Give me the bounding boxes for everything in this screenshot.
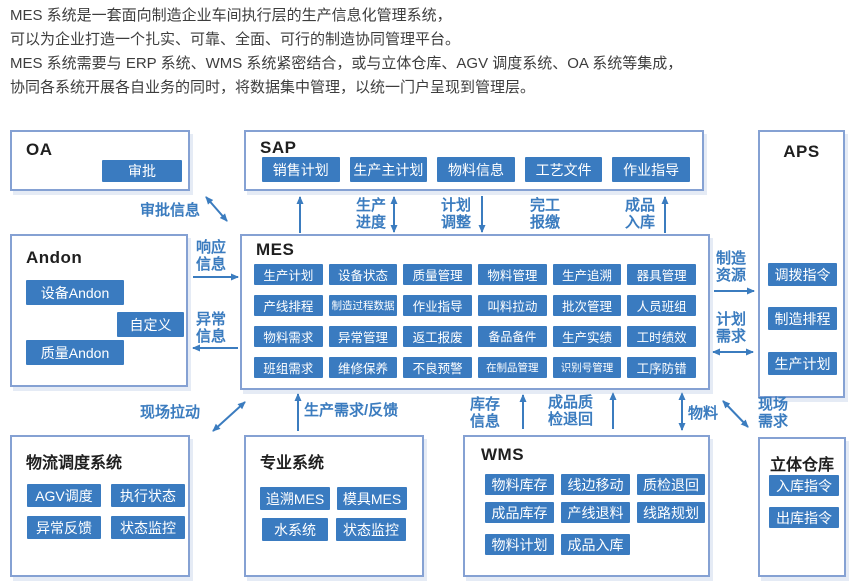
aps-module-transfer-order[interactable]: 调拨指令 (768, 263, 837, 286)
wms-system-box: WMS 物料库存 线边移动 质检退回 成品库存 产线退料 线路规划 物料计划 成… (463, 435, 710, 577)
wms-module-line-return[interactable]: 产线退料 (561, 502, 630, 523)
mes-module-grid: 生产计划 设备状态 质量管理 物料管理 生产追溯 器具管理 产线排程 制造过程数… (254, 264, 696, 378)
mes-module-id-mgmt[interactable]: 识别号管理 (552, 357, 622, 378)
sap-system-box: SAP 销售计划 生产主计划 物料信息 工艺文件 作业指导 (244, 130, 704, 191)
specialized-module-trace-mes[interactable]: 追溯MES (260, 487, 330, 510)
label-inventory-info: 库存信息 (470, 396, 501, 430)
sap-title: SAP (260, 138, 297, 157)
wms-module-material-inventory[interactable]: 物料库存 (485, 474, 554, 495)
intro-line-3: MES 系统需要与 ERP 系统、WMS 系统紧密结合，或与立体仓库、AGV 调… (10, 55, 683, 72)
label-material: 物料 (688, 405, 719, 422)
wms-module-material-plan[interactable]: 物料计划 (485, 534, 554, 555)
mes-module-equipment-status[interactable]: 设备状态 (328, 264, 398, 285)
aps-module-production-plan[interactable]: 生产计划 (768, 352, 837, 375)
logistics-dispatch-system-box: 物流调度系统 AGV调度 执行状态 异常反馈 状态监控 (10, 435, 190, 577)
label-site-pull: 现场拉动 (140, 404, 201, 421)
stereoscopic-warehouse-box: 立体仓库 入库指令 出库指令 (758, 437, 846, 577)
mes-module-wip-mgmt[interactable]: 在制品管理 (477, 357, 547, 378)
sap-module-master-production-plan[interactable]: 生产主计划 (349, 157, 428, 182)
specialized-module-status-monitoring[interactable]: 状态监控 (336, 518, 406, 541)
logistics-title: 物流调度系统 (26, 455, 123, 472)
oa-title: OA (26, 140, 53, 159)
mes-module-process-data[interactable]: 制造过程数据 (328, 295, 398, 316)
arrow-approval-info (205, 196, 228, 222)
label-production-progress: 生产进度 (356, 197, 387, 231)
arrow-site-pull (212, 401, 246, 432)
mes-module-material-demand[interactable]: 物料需求 (254, 326, 323, 347)
mes-module-rework-scrap[interactable]: 返工报废 (403, 326, 472, 347)
specialized-systems-box: 专业系统 追溯MES 模具MES 水系统 状态监控 (244, 435, 424, 577)
mes-module-process-error-proofing[interactable]: 工序防错 (627, 357, 696, 378)
specialized-module-water-system[interactable]: 水系统 (262, 518, 328, 541)
logistics-module-exception-feedback[interactable]: 异常反馈 (27, 516, 101, 539)
label-finished-goods-inbound: 成品入库 (625, 197, 656, 231)
specialized-module-mold-mes[interactable]: 模具MES (337, 487, 407, 510)
mes-module-spare-parts[interactable]: 备品备件 (477, 326, 547, 347)
mes-module-material-mgmt[interactable]: 物料管理 (477, 264, 547, 285)
label-plan-adjustment: 计划调整 (441, 197, 472, 231)
label-site-demand: 现场需求 (758, 396, 789, 430)
sap-module-process-file[interactable]: 工艺文件 (524, 157, 603, 182)
mes-module-production-plan[interactable]: 生产计划 (254, 264, 323, 285)
mes-module-line-scheduling[interactable]: 产线排程 (254, 295, 323, 316)
oa-system-box: OA 审批 (10, 130, 190, 191)
sap-module-work-instruction[interactable]: 作业指导 (612, 157, 690, 182)
mes-module-work-instruction[interactable]: 作业指导 (403, 295, 472, 316)
oa-approve-button[interactable]: 审批 (102, 160, 182, 182)
arrow-site-demand (722, 400, 749, 428)
andon-module-equipment[interactable]: 设备Andon (26, 280, 124, 305)
label-exception-info: 异常信息 (196, 311, 227, 345)
mes-module-defect-warning[interactable]: 不良预警 (403, 357, 472, 378)
aps-system-box: APS 调拨指令 制造排程 生产计划 (758, 130, 845, 398)
mes-module-quality-mgmt[interactable]: 质量管理 (403, 264, 472, 285)
wms-module-finished-inbound[interactable]: 成品入库 (561, 534, 630, 555)
label-response-info: 响应信息 (196, 239, 227, 273)
label-finished-qc-return: 成品质检退回 (548, 394, 594, 428)
andon-module-quality[interactable]: 质量Andon (26, 340, 124, 365)
logistics-module-status-monitoring[interactable]: 状态监控 (111, 516, 185, 539)
mes-title: MES (256, 240, 295, 259)
mes-module-production-results[interactable]: 生产实绩 (552, 326, 622, 347)
wms-title: WMS (481, 445, 525, 464)
specialized-title: 专业系统 (260, 455, 325, 472)
intro-line-2: 可以为企业打造一个扎实、可靠、全面、可行的制造协同管理平台。 (10, 31, 461, 48)
mes-module-team-demand[interactable]: 班组需求 (254, 357, 323, 378)
mes-module-labor-performance[interactable]: 工时绩效 (627, 326, 696, 347)
warehouse-module-inbound-order[interactable]: 入库指令 (769, 475, 839, 496)
logistics-module-agv-dispatch[interactable]: AGV调度 (27, 484, 101, 507)
aps-title: APS (783, 142, 820, 161)
aps-module-manufacturing-schedule[interactable]: 制造排程 (768, 307, 837, 330)
label-completion-report: 完工报缴 (530, 197, 561, 231)
wms-module-finished-inventory[interactable]: 成品库存 (485, 502, 554, 523)
label-manufacturing-resources: 制造资源 (716, 250, 747, 284)
sap-module-row: 销售计划 生产主计划 物料信息 工艺文件 作业指导 (262, 157, 690, 182)
logistics-module-execution-status[interactable]: 执行状态 (111, 484, 185, 507)
mes-module-exception-mgmt[interactable]: 异常管理 (328, 326, 398, 347)
mes-module-batch-mgmt[interactable]: 批次管理 (552, 295, 622, 316)
mes-module-personnel-team[interactable]: 人员班组 (627, 295, 696, 316)
label-plan-demand: 计划需求 (716, 311, 747, 345)
sap-module-material-info[interactable]: 物料信息 (437, 157, 515, 182)
andon-system-box: Andon 设备Andon 自定义 质量Andon (10, 234, 188, 387)
mes-system-box: MES 生产计划 设备状态 质量管理 物料管理 生产追溯 器具管理 产线排程 制… (240, 234, 710, 390)
sap-module-sales-plan[interactable]: 销售计划 (262, 157, 340, 182)
warehouse-module-outbound-order[interactable]: 出库指令 (769, 507, 839, 528)
wms-module-qc-return[interactable]: 质检退回 (637, 474, 705, 495)
intro-line-1: MES 系统是一套面向制造企业车间执行层的生产信息化管理系统， (10, 7, 452, 24)
intro-line-4: 协同各系统开展各自业务的同时，将数据集中管理，以统一门户呈现到管理层。 (10, 79, 536, 96)
label-production-demand-feedback: 生产需求/反馈 (304, 402, 399, 419)
intro-text: MES 系统是一套面向制造企业车间执行层的生产信息化管理系统， 可以为企业打造一… (10, 4, 850, 100)
wms-module-route-planning[interactable]: 线路规划 (637, 502, 705, 523)
mes-module-tooling-mgmt[interactable]: 器具管理 (627, 264, 696, 285)
andon-title: Andon (26, 248, 83, 267)
andon-module-custom[interactable]: 自定义 (117, 312, 184, 337)
label-approval-info: 审批信息 (140, 202, 201, 219)
wms-module-lineside-move[interactable]: 线边移动 (561, 474, 630, 495)
mes-module-material-pull[interactable]: 叫料拉动 (477, 295, 547, 316)
warehouse-title: 立体仓库 (769, 457, 834, 474)
mes-module-maintenance[interactable]: 维修保养 (328, 357, 398, 378)
mes-module-production-trace[interactable]: 生产追溯 (552, 264, 622, 285)
